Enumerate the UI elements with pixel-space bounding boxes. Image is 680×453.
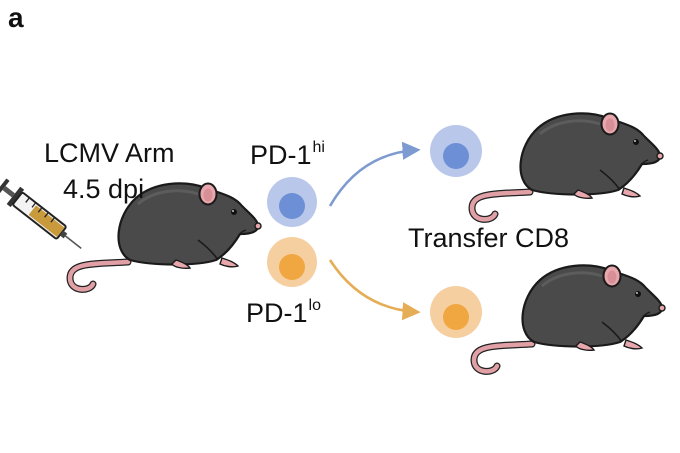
pd1hi-cell-recipient [430, 125, 482, 177]
pd1-high-label: PD-1hi [250, 140, 325, 169]
transfer-arrow-hi [328, 141, 421, 207]
pd1lo-cell-source [267, 237, 317, 287]
panel-letter: a [8, 2, 24, 33]
pd1-high-label-base: PD-1 [250, 140, 312, 170]
mouse-icon [472, 113, 663, 219]
transfer-arrow-lo [328, 259, 421, 321]
syringe-icon [0, 178, 82, 249]
pd1hi-cell-source [267, 177, 317, 227]
mouse-icon [474, 265, 665, 371]
pd1lo-cell-recipient [430, 286, 482, 338]
pd1-low-label-sup: lo [308, 297, 321, 314]
infection-label-virus: LCMV Arm [44, 138, 175, 168]
pd1-high-label-sup: hi [312, 139, 325, 156]
pd1-low-label: PD-1lo [246, 298, 321, 327]
infection-label-timepoint: 4.5 dpi [63, 174, 145, 204]
pd1-low-label-base: PD-1 [246, 298, 308, 328]
transfer-label: Transfer CD8 [408, 223, 570, 253]
